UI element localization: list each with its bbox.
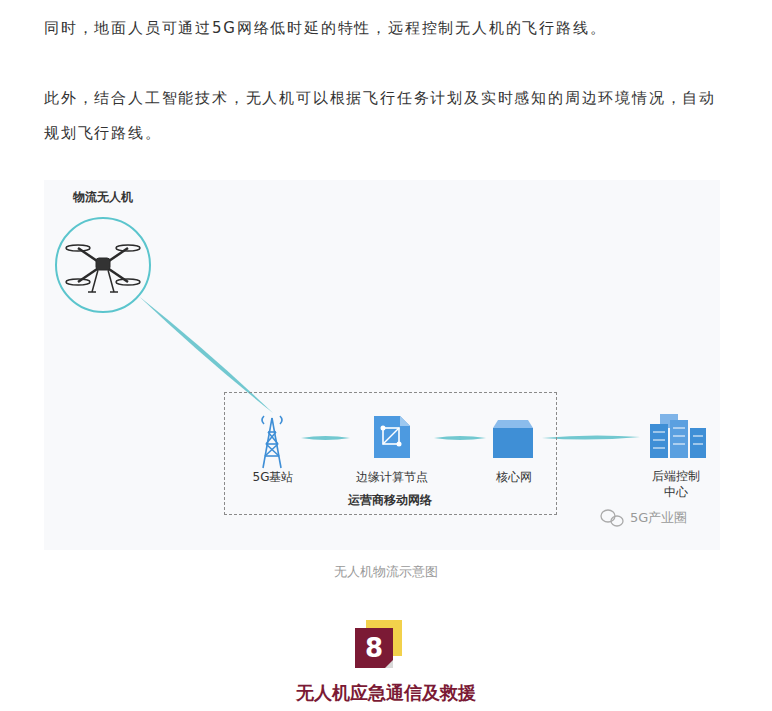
watermark: 5G产业圈 [630, 509, 687, 527]
node-label: 5G基站 [253, 469, 294, 485]
core-network-icon [493, 420, 533, 458]
edge-compute-icon [374, 416, 410, 458]
body-paragraph: 此外，结合人工智能技术，无人机可以根据飞行任务计划及实时感知的周边环境情况，自动… [44, 81, 724, 151]
node-label: 核心网 [496, 469, 532, 485]
signal-link [139, 297, 273, 413]
drone-illustration [66, 245, 140, 292]
network-group: 运营商移动网络 5G基站 边缘计算节点 核心网 [224, 392, 557, 515]
node-label: 边缘计算节点 [356, 469, 428, 485]
node-label: 物流无人机 [73, 189, 133, 205]
network-element: 5G基站 [245, 413, 301, 491]
body-paragraph: 同时，地面人员可通过5G网络低时延的特性，远程控制无人机的飞行路线。 [44, 11, 744, 46]
section-badge [355, 620, 402, 668]
section-heading: 无人机应急通信及救援 [296, 681, 476, 705]
network-element: 边缘计算节点 [350, 413, 434, 491]
watermark-icon [601, 510, 623, 526]
callout-number: 8 [365, 631, 383, 665]
network-element: 核心网 [486, 413, 542, 491]
node-label: 后端控制 中心 [650, 468, 702, 500]
drone-circle: 物流无人机 [55, 217, 151, 313]
signal-link [301, 436, 350, 440]
diagram-ground [44, 180, 720, 550]
node-label: 运营商移动网络 [348, 492, 432, 508]
server-icon [650, 414, 706, 458]
tower-icon [262, 416, 282, 468]
network-element: 后端控制 中心 [640, 412, 712, 508]
figure-caption: 无人机物流示意图 [334, 563, 438, 581]
signal-link [434, 436, 486, 440]
